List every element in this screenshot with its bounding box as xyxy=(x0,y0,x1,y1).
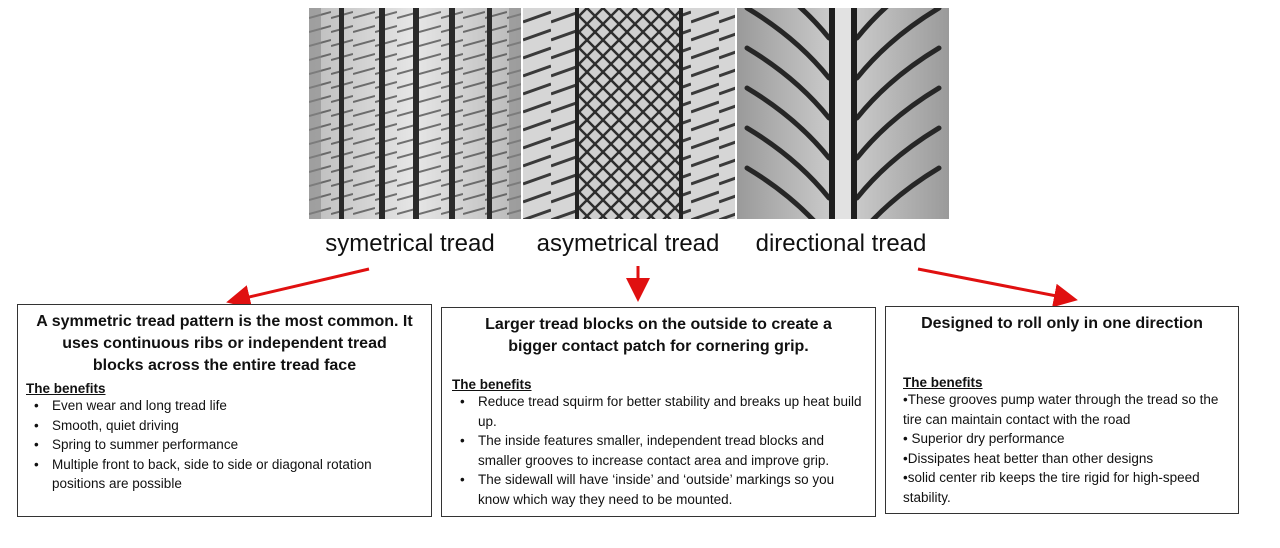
arrow-to-directional-box xyxy=(917,267,1078,308)
list-item: •solid center rib keeps the tire rigid f… xyxy=(903,470,1200,505)
asymmetrical-tread-image xyxy=(523,8,735,219)
directional-tread-image xyxy=(737,8,949,219)
list-item: The sidewall will have ‘inside’ and ‘out… xyxy=(452,470,865,509)
symmetrical-tread-caption: symetrical tread xyxy=(325,230,495,257)
list-item: Reduce tread squirm for better stability… xyxy=(452,392,865,431)
asymmetrical-info-box: Larger tread blocks on the outside to cr… xyxy=(441,307,876,517)
list-item: •Dissipates heat better than other desig… xyxy=(903,450,1154,466)
asymmetrical-tread-caption: asymetrical tread xyxy=(536,230,720,257)
directional-info-box: Designed to roll only in one direction T… xyxy=(885,306,1239,514)
symmetrical-info-box: A symmetric tread pattern is the most co… xyxy=(17,304,432,517)
symmetrical-heading: A symmetric tread pattern is the most co… xyxy=(36,313,413,374)
directional-benefits-list: •These grooves pump water through the tr… xyxy=(903,390,1221,507)
directional-tread-caption: directional tread xyxy=(755,230,927,257)
symmetrical-benefits-title: The benefits xyxy=(26,381,106,396)
asymmetrical-benefits-list: Reduce tread squirm for better stability… xyxy=(452,392,865,509)
directional-heading: Designed to roll only in one direction xyxy=(921,315,1203,332)
list-item: Multiple front to back, side to side or … xyxy=(26,455,423,494)
directional-benefits-title: The benefits xyxy=(903,375,983,390)
arrow-to-symmetrical-box xyxy=(226,267,370,309)
list-item: Even wear and long tread life xyxy=(26,396,423,416)
list-item: The inside features smaller, independent… xyxy=(452,431,865,470)
list-item: • Superior dry performance xyxy=(903,431,1065,446)
asymmetrical-benefits-title: The benefits xyxy=(452,377,532,392)
list-item: Spring to summer performance xyxy=(26,435,423,455)
list-item: Smooth, quiet driving xyxy=(26,416,423,436)
symmetrical-benefits-list: Even wear and long tread life Smooth, qu… xyxy=(26,396,423,494)
asymmetrical-heading: Larger tread blocks on the outside to cr… xyxy=(485,316,832,355)
symmetrical-tread-image xyxy=(309,8,521,219)
list-item: •These grooves pump water through the tr… xyxy=(903,392,1219,427)
